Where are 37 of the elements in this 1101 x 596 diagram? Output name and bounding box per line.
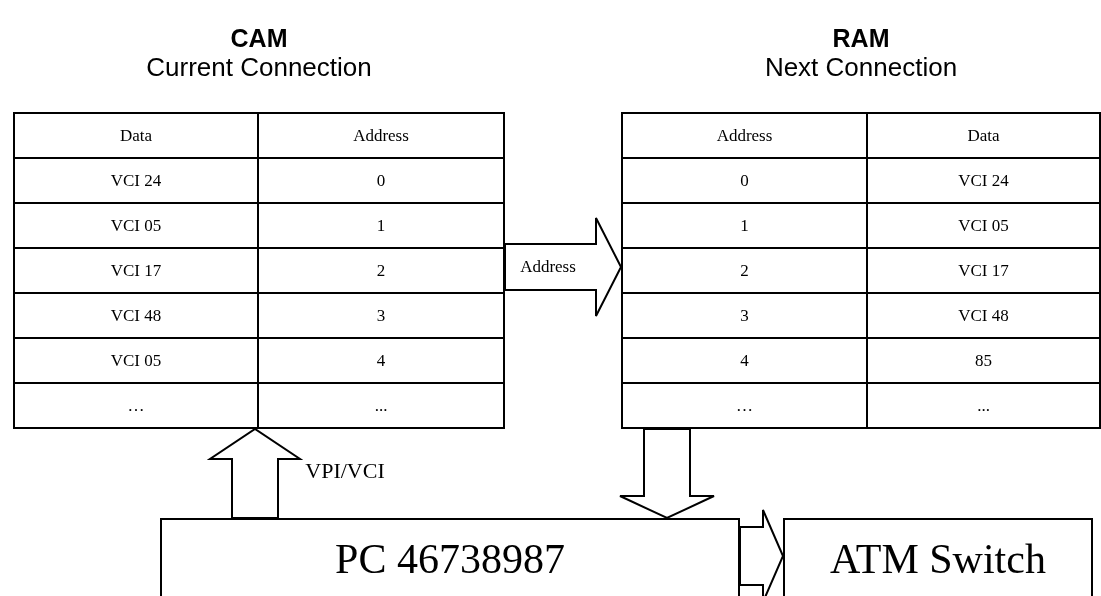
table-cell: 4	[623, 339, 868, 384]
table-cell: VCI 24	[15, 159, 259, 204]
table-cell: VCI 24	[868, 159, 1101, 204]
process-box: ATM Switch	[783, 518, 1093, 596]
table-title: CAM	[230, 24, 288, 52]
table-cell: VCI 17	[868, 249, 1101, 294]
table-title: RAM	[832, 24, 890, 52]
table-cell: 1	[259, 204, 505, 249]
table-cell: ...	[259, 384, 505, 429]
table-subtitle: Next Connection	[764, 52, 958, 82]
table-subtitle: Current Connection	[146, 52, 372, 82]
table-cell: 0	[623, 159, 868, 204]
table-cell: 3	[259, 294, 505, 339]
process-box: PC 46738987	[160, 518, 740, 596]
block-arrow	[206, 427, 304, 519]
table-cell: 2	[259, 249, 505, 294]
column-header: Data	[868, 114, 1101, 159]
table-cell: 4	[259, 339, 505, 384]
block-arrow	[619, 428, 715, 520]
table-cell: VCI 17	[15, 249, 259, 294]
column-header: Data	[15, 114, 259, 159]
table-cell: 85	[868, 339, 1101, 384]
table-cell: VCI 05	[15, 204, 259, 249]
table-cell: 1	[623, 204, 868, 249]
table-cell: VCI 48	[868, 294, 1101, 339]
table-cell: 0	[259, 159, 505, 204]
column-header: Address	[259, 114, 505, 159]
column-header: Address	[623, 114, 868, 159]
table-cell: VCI 48	[15, 294, 259, 339]
table-cell: …	[15, 384, 259, 429]
table-cell: 3	[623, 294, 868, 339]
table-cell: 2	[623, 249, 868, 294]
table-cell: …	[623, 384, 868, 429]
table-cell: VCI 05	[868, 204, 1101, 249]
table-cell: VCI 05	[15, 339, 259, 384]
block-arrow	[739, 509, 785, 596]
table-cell: ...	[868, 384, 1101, 429]
